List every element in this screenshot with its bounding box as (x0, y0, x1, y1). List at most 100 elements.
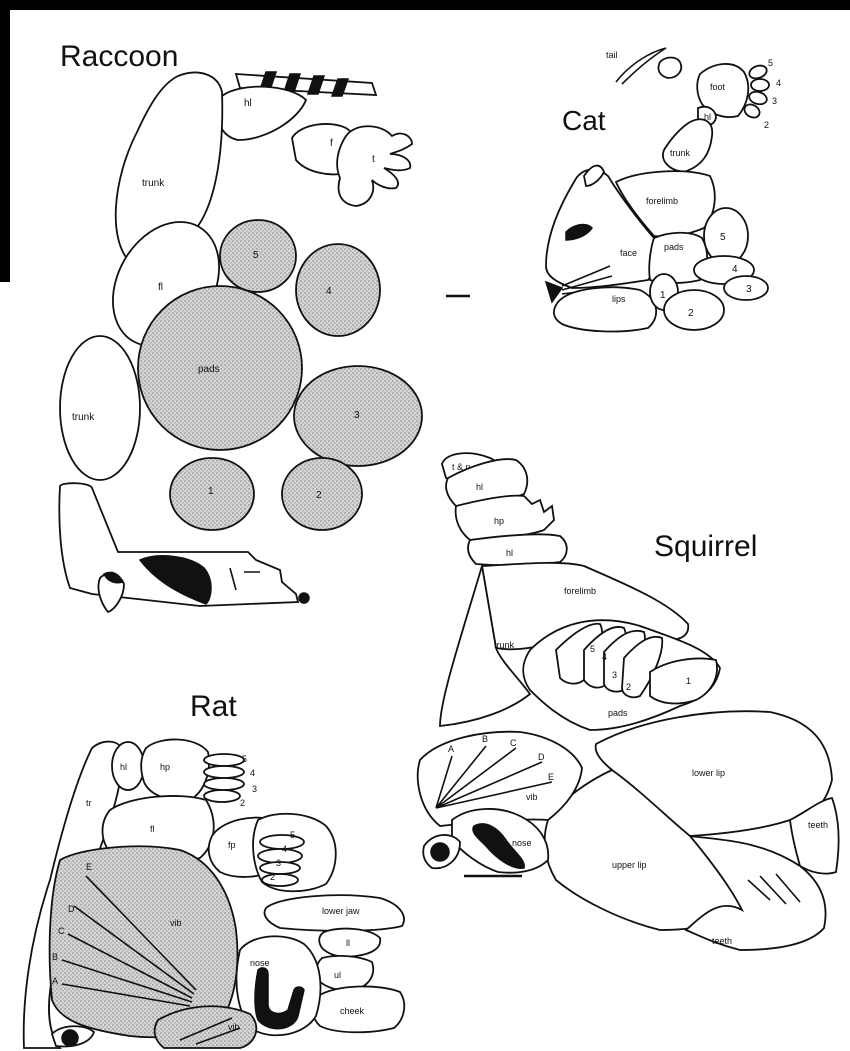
squirrel-wE-label: E (548, 772, 554, 782)
cat-forelimb-label: forelimb (646, 196, 678, 206)
rat-h2-label: 2 (240, 798, 245, 808)
rat-cheek-label: cheek (340, 1006, 365, 1016)
squirrel-wA-label: A (448, 744, 454, 754)
cat-tail-label: tail (606, 50, 618, 60)
cat-lips-label: lips (612, 294, 626, 304)
cat-trunk (663, 119, 712, 172)
rat-hl (112, 742, 144, 790)
raccoon-hl-label: hl (244, 98, 252, 109)
cat-nose (546, 282, 562, 302)
rat-vib-label: vib (170, 918, 182, 928)
rat-ul (316, 956, 373, 991)
rat-h3-label: 3 (252, 784, 257, 794)
rat-title: Rat (190, 690, 237, 723)
squirrel-hp-label: hp (494, 516, 504, 526)
rat-h5-label: 5 (242, 754, 247, 764)
raccoon-t (337, 126, 412, 206)
squirrel-wD-label: D (538, 752, 545, 762)
squirrel-upper-lip-label: upper lip (612, 860, 647, 870)
rat-f5-label: 5 (290, 830, 295, 840)
raccoon-trunk-lower-label: trunk (72, 412, 95, 423)
raccoon-t-label: t (372, 154, 375, 165)
raccoon-title: Raccoon (60, 40, 178, 73)
squirrel-d4-label: 4 (602, 652, 607, 662)
rat-vib-small-label: vib (228, 1022, 240, 1032)
cat-toe-4-label: 4 (776, 78, 781, 88)
rat-panel: Rat tr hl hp 5 4 3 2 fl fp 5 4 3 2 (24, 690, 405, 1048)
cat-digit-1-label: 1 (660, 290, 666, 301)
squirrel-wC-label: C (510, 738, 517, 748)
raccoon-pad1-label: 1 (208, 486, 214, 497)
squirrel-pads-label: pads (608, 708, 628, 718)
rat-ll-label: ll (346, 938, 350, 948)
raccoon-pads (138, 286, 302, 450)
cat-lips (554, 287, 656, 331)
cat-digit-2-label: 2 (688, 308, 694, 319)
rat-ul-label: ul (334, 970, 341, 980)
raccoon-pad2-label: 2 (316, 490, 322, 501)
cat-digit-3-label: 3 (746, 284, 752, 295)
squirrel-forelimb-label: forelimb (564, 586, 596, 596)
cat-digit-5-label: 5 (720, 232, 726, 243)
squirrel-d1-label: 1 (686, 676, 691, 686)
rat-fl-label: fl (150, 824, 155, 834)
rat-f4-label: 4 (282, 844, 287, 854)
cat-toes-small (658, 58, 681, 79)
cat-trunk-label: trunk (670, 148, 691, 158)
squirrel-hl (468, 534, 567, 565)
rat-hl-label: hl (120, 762, 127, 772)
cat-foot-label: foot (710, 82, 726, 92)
squirrel-hp (456, 496, 554, 540)
rat-wA-label: A (52, 976, 58, 986)
raccoon-pad3-label: 3 (354, 410, 360, 421)
rat-hp-label: hp (160, 762, 170, 772)
raccoon-f-label: f (330, 138, 333, 149)
squirrel-eye (431, 843, 449, 861)
top-border-bar (0, 0, 850, 10)
rat-fp-label: fp (228, 840, 236, 850)
squirrel-lower-lip-label: lower lip (692, 768, 725, 778)
cat-toe-3-label: 3 (772, 96, 777, 106)
raccoon-hl (217, 87, 306, 140)
rat-tr-label: tr (86, 798, 92, 808)
rat-f2-label: 2 (270, 872, 275, 882)
raccoon-pads-label: pads (198, 364, 220, 375)
rat-wE-label: E (86, 862, 92, 872)
raccoon-pad4-label: 4 (326, 286, 332, 297)
rat-wC-label: C (58, 926, 65, 936)
rat-hind-digits (204, 754, 244, 802)
squirrel-teeth-top-label: teeth (808, 820, 828, 830)
rat-wB-label: B (52, 952, 58, 962)
cat-toe-5-label: 5 (768, 58, 773, 68)
raccoon-panel: Raccoon hl trunk f t fl 5 4 trunk pads 3 (59, 40, 422, 612)
left-border-bar (0, 0, 10, 282)
raccoon-pad4 (296, 244, 380, 336)
cat-pads-label: pads (664, 242, 684, 252)
cat-toe-2-label: 2 (764, 120, 769, 130)
squirrel-teeth-bottom-label: teeth (712, 936, 732, 946)
cat-panel: Cat tail foot 5 4 3 2 hl trunk forelimb … (546, 48, 781, 331)
raccoon-pad2 (282, 458, 362, 530)
squirrel-hl-label: hl (506, 548, 513, 558)
rat-hp (141, 739, 209, 800)
raccoon-pad5-label: 5 (253, 250, 259, 261)
raccoon-trunk-upper-label: trunk (142, 178, 165, 189)
cat-digit-4-label: 4 (732, 264, 738, 275)
squirrel-d2-label: 2 (626, 682, 631, 692)
squirrel-d3-label: 3 (612, 670, 617, 680)
squirrel-title: Squirrel (654, 530, 757, 563)
rat-wD-label: D (68, 904, 75, 914)
squirrel-nose-label: nose (512, 838, 532, 848)
squirrel-d5-label: 5 (590, 644, 595, 654)
cat-digit-2 (664, 290, 724, 330)
squirrel-wB-label: B (482, 734, 488, 744)
cat-title: Cat (562, 105, 606, 136)
rat-nose-label: nose (250, 958, 270, 968)
rat-eye (62, 1030, 78, 1046)
raccoon-fl-label: fl (158, 282, 163, 293)
squirrel-vib-label: vib (526, 792, 538, 802)
rat-h4-label: 4 (250, 768, 255, 778)
cat-face-label: face (620, 248, 637, 258)
rat-f3-label: 3 (276, 858, 281, 868)
